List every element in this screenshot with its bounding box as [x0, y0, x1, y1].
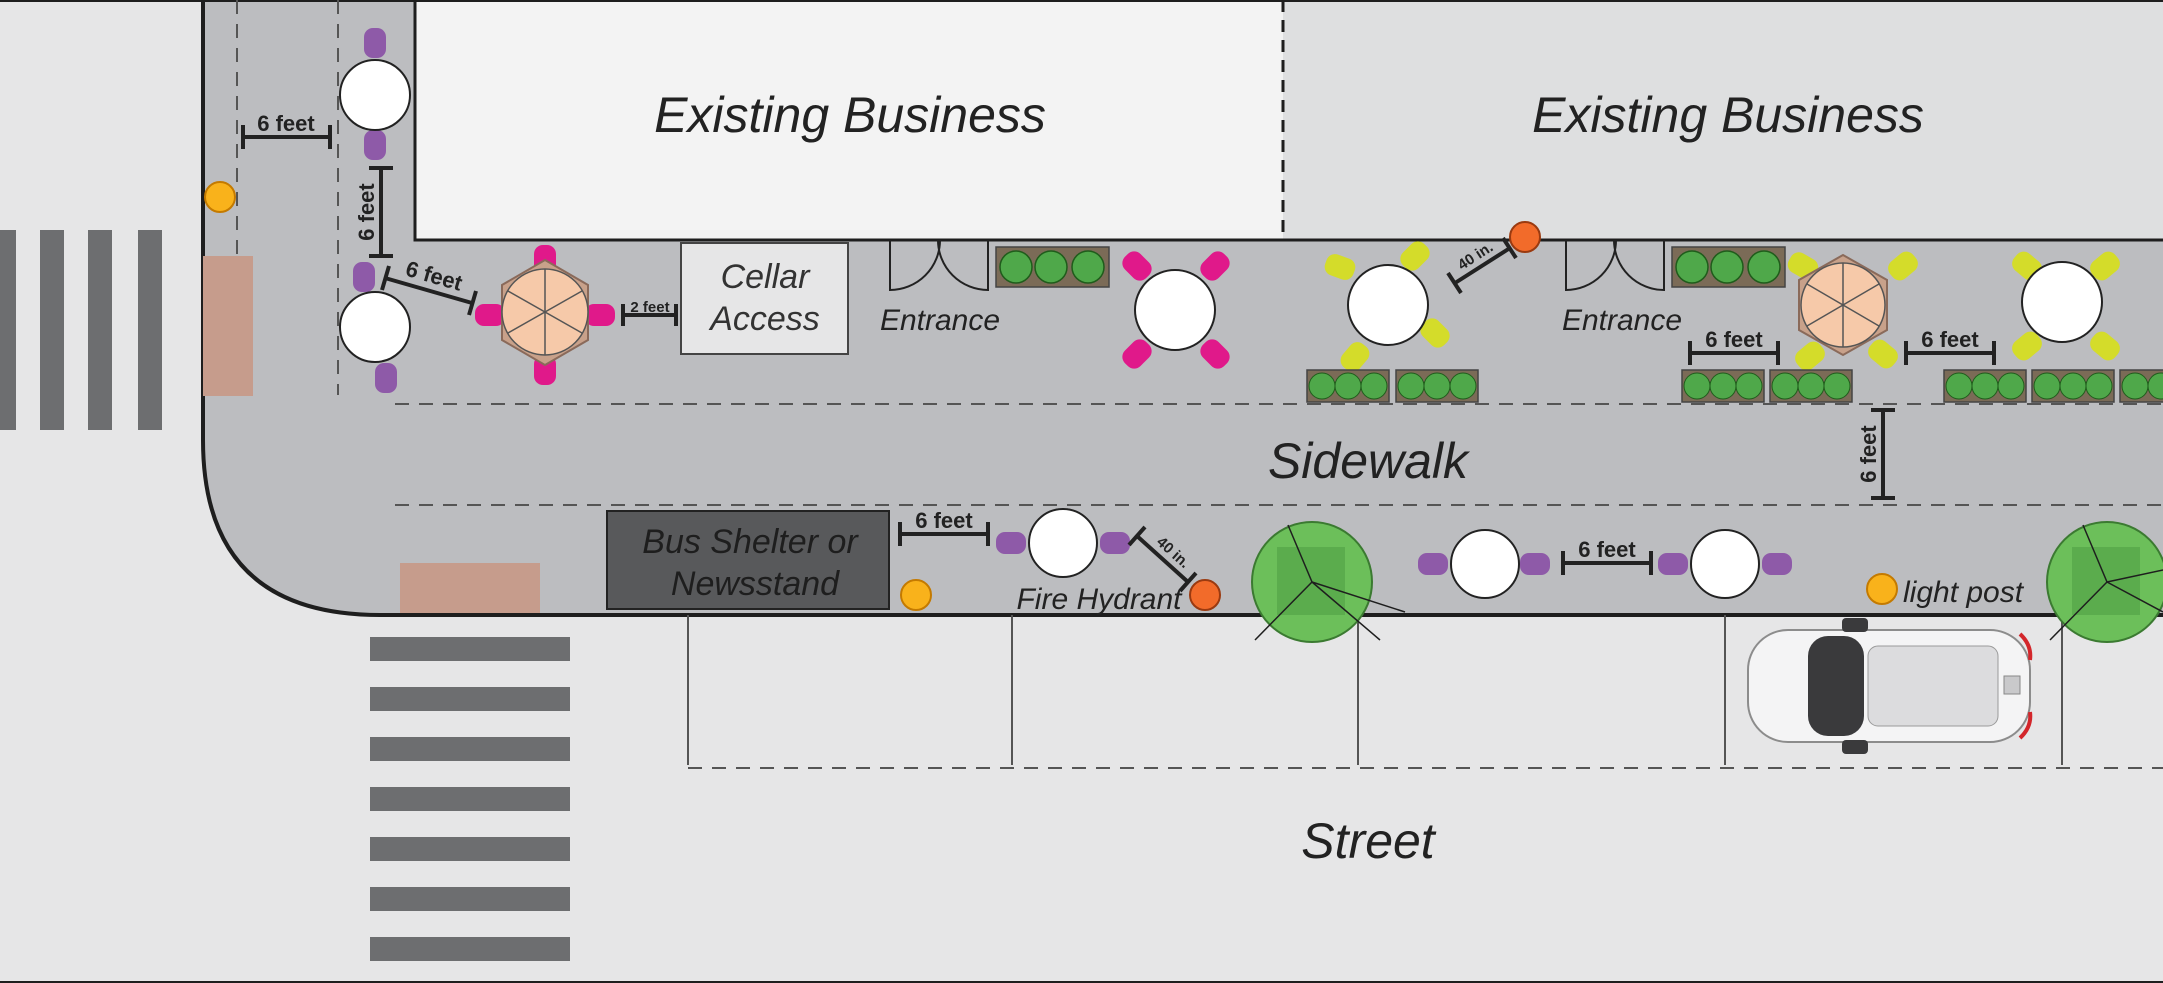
entrance-right-label: Entrance [1562, 304, 1682, 337]
dimension-bus-table: 6 feet [898, 508, 990, 546]
bus-shelter-label-line1: Bus Shelter or [642, 523, 859, 561]
building-facade-line [413, 0, 2163, 242]
curb-table-hydrant [996, 508, 1130, 578]
dimension-label: 6 feet [1705, 327, 1763, 352]
planter-row-right [1681, 369, 2163, 403]
planter-row-left [1306, 369, 1479, 403]
planter-entrance-left [995, 246, 1110, 288]
corner-table-bottom [339, 262, 411, 393]
parking-lines [687, 615, 2163, 769]
dimension-label: 6 feet [1921, 327, 1979, 352]
umbrella-table-left [475, 245, 615, 385]
cellar-access: Cellar Access [680, 242, 849, 355]
cellar-label-line1: Cellar [721, 258, 811, 296]
tree-left [1251, 521, 1406, 643]
bus-shelter: Bus Shelter or Newsstand [606, 510, 890, 610]
dimension-label: 6 feet [915, 508, 973, 533]
dimension-label: 6 feet [1578, 537, 1636, 562]
dimension-label: 2 feet [630, 299, 669, 316]
fire-hydrant [1189, 579, 1221, 611]
tree-right [2046, 521, 2163, 643]
building-left [415, 0, 1283, 240]
dimension-right-a: 6 feet [1688, 327, 1780, 365]
table-yellow-right [2012, 251, 2120, 361]
building-right [1283, 0, 2163, 240]
corner-table-top [339, 28, 411, 160]
dimension-label: 6 feet [257, 111, 315, 136]
dimension-label: 6 feet [1856, 425, 1881, 483]
crosswalk-bottom [370, 637, 570, 961]
light-post-bus [900, 579, 932, 611]
entrance-left-doors [889, 239, 989, 292]
bus-shelter-label-line2: Newsstand [671, 565, 840, 603]
parked-car [1747, 618, 2033, 754]
dimension-two-feet: 2 feet [621, 299, 678, 326]
table-magenta [1122, 251, 1230, 369]
crosswalk-left [0, 230, 162, 430]
light-post-label: light post [1903, 576, 2025, 609]
curb-table-center-left [1418, 529, 1550, 599]
sidewalk-label: Sidewalk [1268, 433, 1471, 489]
hydrant-top [1509, 221, 1541, 253]
table-yellow-left [1324, 241, 1450, 372]
cellar-label-line2: Access [708, 300, 820, 338]
umbrella-table-right [1787, 251, 1918, 371]
curb-line [201, 0, 2163, 617]
planter-entrance-right [1671, 246, 1786, 288]
street-label: Street [1301, 813, 1437, 869]
light-post-corner [204, 181, 236, 213]
light-post-right [1866, 573, 1898, 605]
curb-table-center-right [1658, 529, 1792, 599]
entrance-right-doors [1565, 239, 1665, 292]
fire-hydrant-label: Fire Hydrant [1016, 583, 1183, 616]
dimension-corner-horizontal: 6 feet [241, 111, 332, 149]
dimension-between-tables: 6 feet [1561, 537, 1653, 575]
business-left-label: Existing Business [654, 87, 1046, 143]
entrance-left-label: Entrance [880, 304, 1000, 337]
dimension-corner-vertical: 6 feet [354, 166, 393, 258]
dimension-right-b: 6 feet [1904, 327, 1996, 365]
dimension-sidewalk-width: 6 feet [1856, 408, 1895, 500]
business-right-label: Existing Business [1532, 87, 1924, 143]
dimension-label: 6 feet [354, 183, 379, 241]
curb-ramp-bottom [400, 563, 540, 613]
curb-ramp-left [203, 256, 253, 396]
